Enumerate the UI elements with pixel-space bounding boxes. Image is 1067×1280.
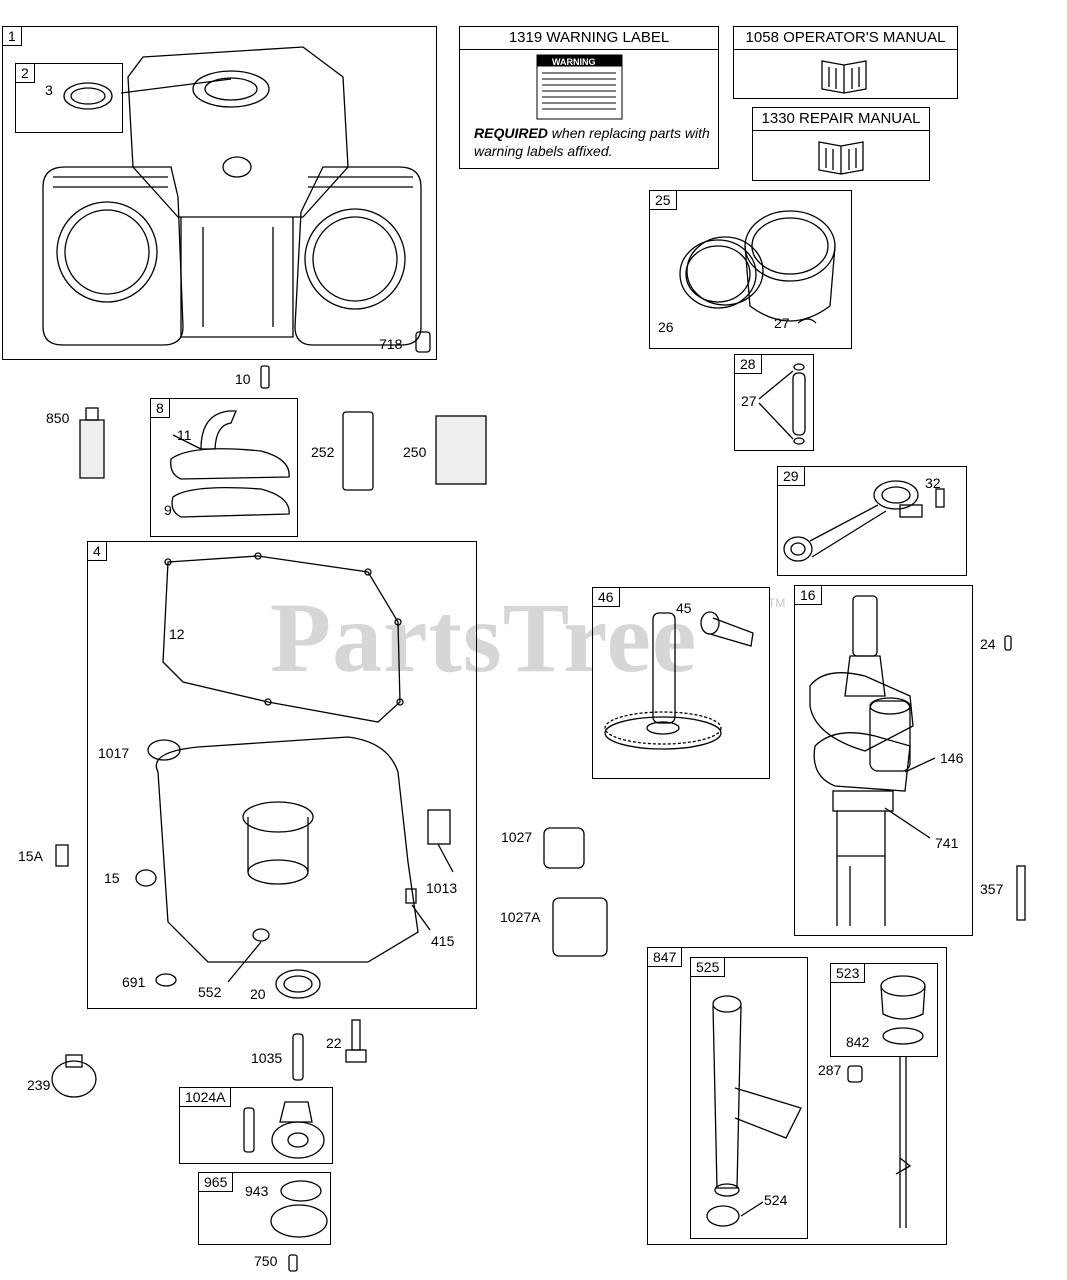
- callout-146[interactable]: 146: [940, 750, 964, 766]
- warning-label-title: 1319 WARNING LABEL: [460, 27, 718, 50]
- callout-552[interactable]: 552: [198, 984, 222, 1000]
- group-2-tag: 2: [15, 63, 35, 83]
- piston-drawing: [679, 210, 836, 324]
- part-group-16[interactable]: 16 146 741: [794, 585, 973, 936]
- crankshaft-drawing: [809, 595, 936, 926]
- callout-45[interactable]: 45: [676, 600, 692, 616]
- warning-label-heading: WARNING: [552, 57, 596, 67]
- callout-239[interactable]: 239: [27, 1077, 51, 1093]
- part-group-847[interactable]: 847 525 524 523 842 287: [647, 947, 947, 1245]
- operators-manual-box[interactable]: 1058 OPERATOR'S MANUAL: [733, 26, 958, 99]
- camshaft-drawing: [604, 611, 754, 750]
- callout-32[interactable]: 32: [925, 475, 941, 491]
- watermark-trademark: TM: [768, 596, 786, 610]
- part-group-29[interactable]: 29 32: [777, 466, 967, 576]
- callout-252[interactable]: 252: [311, 444, 335, 460]
- book-icon: [821, 60, 867, 94]
- callout-750[interactable]: 750: [254, 1253, 278, 1269]
- warning-label-box[interactable]: 1319 WARNING LABEL WARNING REQUIRED when…: [459, 26, 719, 169]
- group-8-tag: 8: [150, 398, 170, 418]
- callout-250[interactable]: 250: [403, 444, 427, 460]
- callout-26[interactable]: 26: [658, 319, 674, 335]
- group-525-tag: 525: [690, 957, 726, 977]
- required-rest: when replacing parts with warning labels…: [474, 125, 710, 159]
- callout-15a[interactable]: 15A: [18, 848, 43, 864]
- part-group-523[interactable]: 523 842: [830, 963, 938, 1057]
- group-29-tag: 29: [777, 466, 805, 486]
- part-group-46[interactable]: 46 45: [592, 587, 770, 779]
- callout-850[interactable]: 850: [46, 410, 70, 426]
- callout-691[interactable]: 691: [122, 974, 146, 990]
- callout-287[interactable]: 287: [818, 1062, 842, 1078]
- callout-842[interactable]: 842: [846, 1034, 870, 1050]
- group-1024a-tag: 1024A: [179, 1087, 232, 1107]
- connecting-rod-drawing: [783, 480, 945, 562]
- cylinder-block-drawing: [42, 46, 431, 353]
- callout-27-pin[interactable]: 27: [741, 393, 757, 409]
- group-965-tag: 965: [198, 1172, 234, 1192]
- callout-943[interactable]: 943: [245, 1183, 269, 1199]
- crankcase-cover-drawing: [135, 552, 454, 999]
- dipstick-cap-drawing: [880, 975, 926, 1045]
- callout-10[interactable]: 10: [235, 371, 251, 387]
- wrist-pin-drawing: [758, 363, 806, 445]
- operators-manual-title: 1058 OPERATOR'S MANUAL: [734, 27, 957, 50]
- callout-1035[interactable]: 1035: [251, 1050, 283, 1066]
- parts-tree-watermark: PartsTree: [270, 582, 698, 693]
- part-group-1024a[interactable]: 1024A: [179, 1087, 333, 1164]
- callout-1027[interactable]: 1027: [501, 829, 533, 845]
- required-word: REQUIRED: [474, 125, 548, 141]
- callout-357[interactable]: 357: [980, 881, 1004, 897]
- group-1-tag: 1: [2, 26, 22, 46]
- warning-label-drawing: [536, 54, 623, 120]
- callout-1027a[interactable]: 1027A: [500, 909, 541, 925]
- callout-15[interactable]: 15: [104, 870, 120, 886]
- callout-20[interactable]: 20: [250, 986, 266, 1002]
- repair-manual-title: 1330 REPAIR MANUAL: [753, 108, 929, 131]
- callout-415[interactable]: 415: [431, 933, 455, 949]
- callout-1013[interactable]: 1013: [426, 880, 458, 896]
- part-group-965[interactable]: 965 943: [198, 1172, 331, 1245]
- part-group-1[interactable]: 1 2 3 718: [2, 26, 437, 360]
- part-group-28[interactable]: 28 27: [734, 354, 814, 451]
- callout-718[interactable]: 718: [379, 336, 403, 352]
- group-4-tag: 4: [87, 541, 107, 561]
- part-group-25[interactable]: 25 26 27: [649, 190, 852, 349]
- repair-manual-box[interactable]: 1330 REPAIR MANUAL: [752, 107, 930, 181]
- callout-3[interactable]: 3: [45, 82, 53, 98]
- oil-pump-drawing: [243, 1101, 325, 1159]
- callout-9[interactable]: 9: [164, 502, 172, 518]
- callout-24[interactable]: 24: [980, 636, 996, 652]
- dipstick-tube-drawing: [706, 995, 802, 1227]
- group-25-tag: 25: [649, 190, 677, 210]
- group-847-tag: 847: [647, 947, 683, 967]
- warning-required-note: REQUIRED when replacing parts with warni…: [474, 124, 714, 160]
- callout-22[interactable]: 22: [326, 1035, 342, 1051]
- callout-1017[interactable]: 1017: [98, 745, 130, 761]
- part-group-4[interactable]: 4 12 1017 15 1013 415 691 552 20: [87, 541, 477, 1009]
- breather-drawing: [170, 410, 290, 518]
- callout-741[interactable]: 741: [935, 835, 959, 851]
- part-group-8[interactable]: 8 11 9: [150, 398, 298, 537]
- part-group-2[interactable]: 2: [15, 63, 123, 133]
- group-523-tag: 523: [830, 963, 866, 983]
- callout-12[interactable]: 12: [169, 626, 185, 642]
- callout-524[interactable]: 524: [764, 1192, 788, 1208]
- oil-pump-cover-drawing: [270, 1180, 328, 1238]
- group-16-tag: 16: [794, 585, 822, 605]
- book-icon: [818, 141, 864, 175]
- dipstick-drawing: [847, 1056, 912, 1228]
- part-group-525[interactable]: 525 524: [690, 957, 808, 1239]
- group-46-tag: 46: [592, 587, 620, 607]
- group-28-tag: 28: [734, 354, 762, 374]
